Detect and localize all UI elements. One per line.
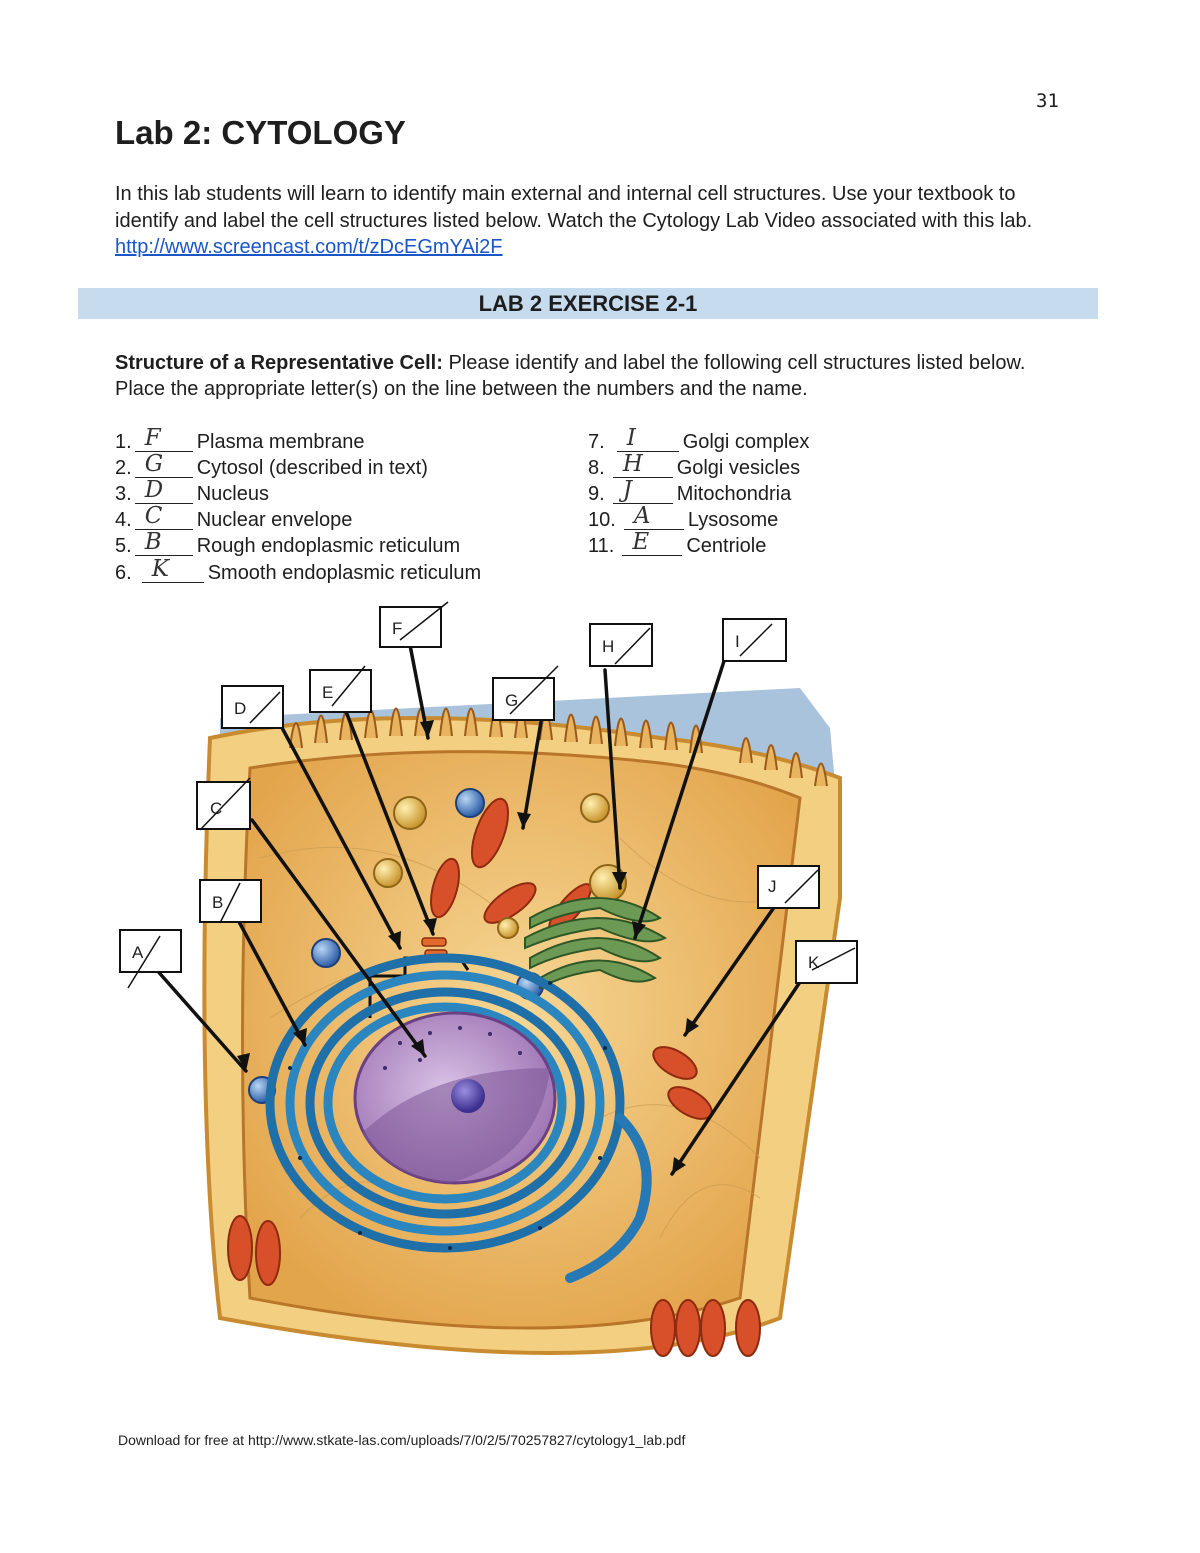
list-item: 8. H Golgi vesicles bbox=[588, 451, 801, 481]
footer-download-note: Download for free at http://www.stkate-l… bbox=[118, 1432, 686, 1448]
handwritten-answer: J bbox=[622, 477, 632, 503]
structure-name: Plasma membrane bbox=[196, 431, 365, 453]
label-a: A bbox=[132, 943, 144, 962]
answer-blank[interactable]: D bbox=[134, 477, 193, 504]
structure-name: Cytosol (described in text) bbox=[196, 457, 428, 479]
answer-blank[interactable]: K bbox=[141, 556, 204, 583]
handwritten-answer: I bbox=[626, 425, 636, 451]
answer-blank[interactable]: C bbox=[134, 503, 193, 530]
label-box-i: I bbox=[722, 618, 787, 662]
list-item: 11. E Centriole bbox=[588, 529, 767, 559]
structure-name: Nucleus bbox=[196, 483, 269, 505]
nucleolus bbox=[451, 1079, 485, 1113]
lysosomes bbox=[248, 788, 544, 1104]
instructions-text: Please identify and label the following … bbox=[115, 352, 1026, 400]
label-box-e: E bbox=[309, 665, 372, 713]
intro-paragraph: In this lab students will learn to ident… bbox=[115, 181, 1075, 261]
item-number: 3. bbox=[115, 483, 132, 505]
instructions: Structure of a Representative Cell: Plea… bbox=[115, 350, 1075, 402]
mitochondria bbox=[227, 797, 761, 1357]
handwritten-answer: A bbox=[633, 503, 651, 529]
handwritten-answer: E bbox=[632, 529, 650, 555]
item-number: 1. bbox=[115, 431, 132, 453]
nucleus-cutaway bbox=[362, 1068, 550, 1183]
label-j: J bbox=[768, 877, 777, 896]
answer-blank[interactable]: H bbox=[612, 451, 673, 478]
answer-blank[interactable]: F bbox=[134, 425, 193, 452]
structure-name: Lysosome bbox=[687, 509, 779, 531]
label-box-b: B bbox=[199, 879, 262, 924]
label-i: I bbox=[735, 632, 740, 651]
video-link[interactable]: http://www.screencast.com/t/zDcEGmYAi2F bbox=[115, 236, 503, 258]
handwritten-answer: B bbox=[144, 529, 162, 555]
handwritten-answer: C bbox=[144, 503, 163, 529]
golgi-complex bbox=[524, 897, 668, 990]
structure-name: Nuclear envelope bbox=[196, 509, 353, 531]
answer-blank[interactable]: I bbox=[616, 425, 679, 452]
cell-diagram: A B C D E F G H I J bbox=[119, 601, 858, 1357]
label-c: C bbox=[210, 799, 222, 818]
structure-name: Smooth endoplasmic reticulum bbox=[207, 562, 482, 584]
list-item: 10. A Lysosome bbox=[588, 503, 779, 533]
structure-name: Mitochondria bbox=[676, 483, 792, 505]
lab-title: Lab 2: CYTOLOGY bbox=[115, 114, 406, 151]
item-number: 6. bbox=[115, 562, 132, 584]
item-number: 5. bbox=[115, 535, 132, 557]
golgi-vesicles bbox=[373, 793, 627, 939]
label-e: E bbox=[322, 683, 333, 702]
structure-name: Golgi complex bbox=[682, 431, 810, 453]
label-box-h: H bbox=[589, 623, 653, 667]
label-box-k: K bbox=[795, 940, 858, 984]
answer-blank[interactable]: E bbox=[622, 529, 683, 556]
item-number: 10. bbox=[588, 509, 616, 531]
list-item: 2. G Cytosol (described in text) bbox=[115, 451, 428, 481]
structure-name: Centriole bbox=[686, 535, 767, 557]
page-number: 31 bbox=[1036, 90, 1059, 112]
list-item: 5. B Rough endoplasmic reticulum bbox=[115, 529, 461, 559]
item-number: 11. bbox=[588, 535, 615, 557]
label-box-a: A bbox=[119, 929, 182, 989]
instructions-heading: Structure of a Representative Cell: bbox=[115, 352, 443, 374]
handwritten-answer: H bbox=[622, 451, 643, 477]
label-box-f: F bbox=[379, 601, 449, 648]
label-f: F bbox=[392, 619, 402, 638]
label-arrows bbox=[153, 643, 802, 1176]
item-number: 4. bbox=[115, 509, 132, 531]
label-h: H bbox=[602, 637, 614, 656]
list-item: 1. F Plasma membrane bbox=[115, 425, 365, 455]
item-number: 8. bbox=[588, 457, 605, 479]
list-item: 6. K Smooth endoplasmic reticulum bbox=[115, 556, 482, 586]
label-box-d: D bbox=[221, 685, 284, 729]
rough-endoplasmic-reticulum bbox=[265, 953, 625, 1253]
label-box-j: J bbox=[757, 865, 820, 909]
list-item: 3. D Nucleus bbox=[115, 477, 269, 507]
answer-blank[interactable]: B bbox=[134, 529, 193, 556]
ribosome-dots bbox=[288, 981, 607, 1250]
handwritten-answer: F bbox=[144, 425, 161, 451]
answer-blank[interactable]: J bbox=[612, 477, 673, 504]
handwritten-answer: K bbox=[151, 556, 169, 582]
structure-name: Rough endoplasmic reticulum bbox=[196, 535, 461, 557]
list-item: 7. I Golgi complex bbox=[588, 425, 810, 455]
label-g: G bbox=[505, 691, 518, 710]
answer-blank[interactable]: A bbox=[623, 503, 684, 530]
label-b: B bbox=[212, 893, 223, 912]
answer-blank[interactable]: G bbox=[134, 451, 193, 478]
list-item: 9. J Mitochondria bbox=[588, 477, 792, 507]
structure-name: Golgi vesicles bbox=[676, 457, 801, 479]
handwritten-answer: G bbox=[144, 451, 164, 477]
label-d: D bbox=[234, 699, 246, 718]
item-number: 7. bbox=[588, 431, 605, 453]
label-box-c: C bbox=[196, 777, 251, 831]
smooth-endoplasmic-reticulum bbox=[565, 1113, 652, 1283]
exercise-banner: LAB 2 EXERCISE 2-1 bbox=[78, 288, 1098, 319]
list-item: 4. C Nuclear envelope bbox=[115, 503, 353, 533]
arrowheads bbox=[237, 720, 699, 1174]
intro-text: In this lab students will learn to ident… bbox=[115, 183, 1033, 232]
label-box-g: G bbox=[492, 665, 559, 721]
handwritten-answer: D bbox=[144, 477, 164, 503]
nuclear-pores bbox=[383, 1026, 522, 1070]
item-number: 2. bbox=[115, 457, 132, 479]
item-number: 9. bbox=[588, 483, 605, 505]
